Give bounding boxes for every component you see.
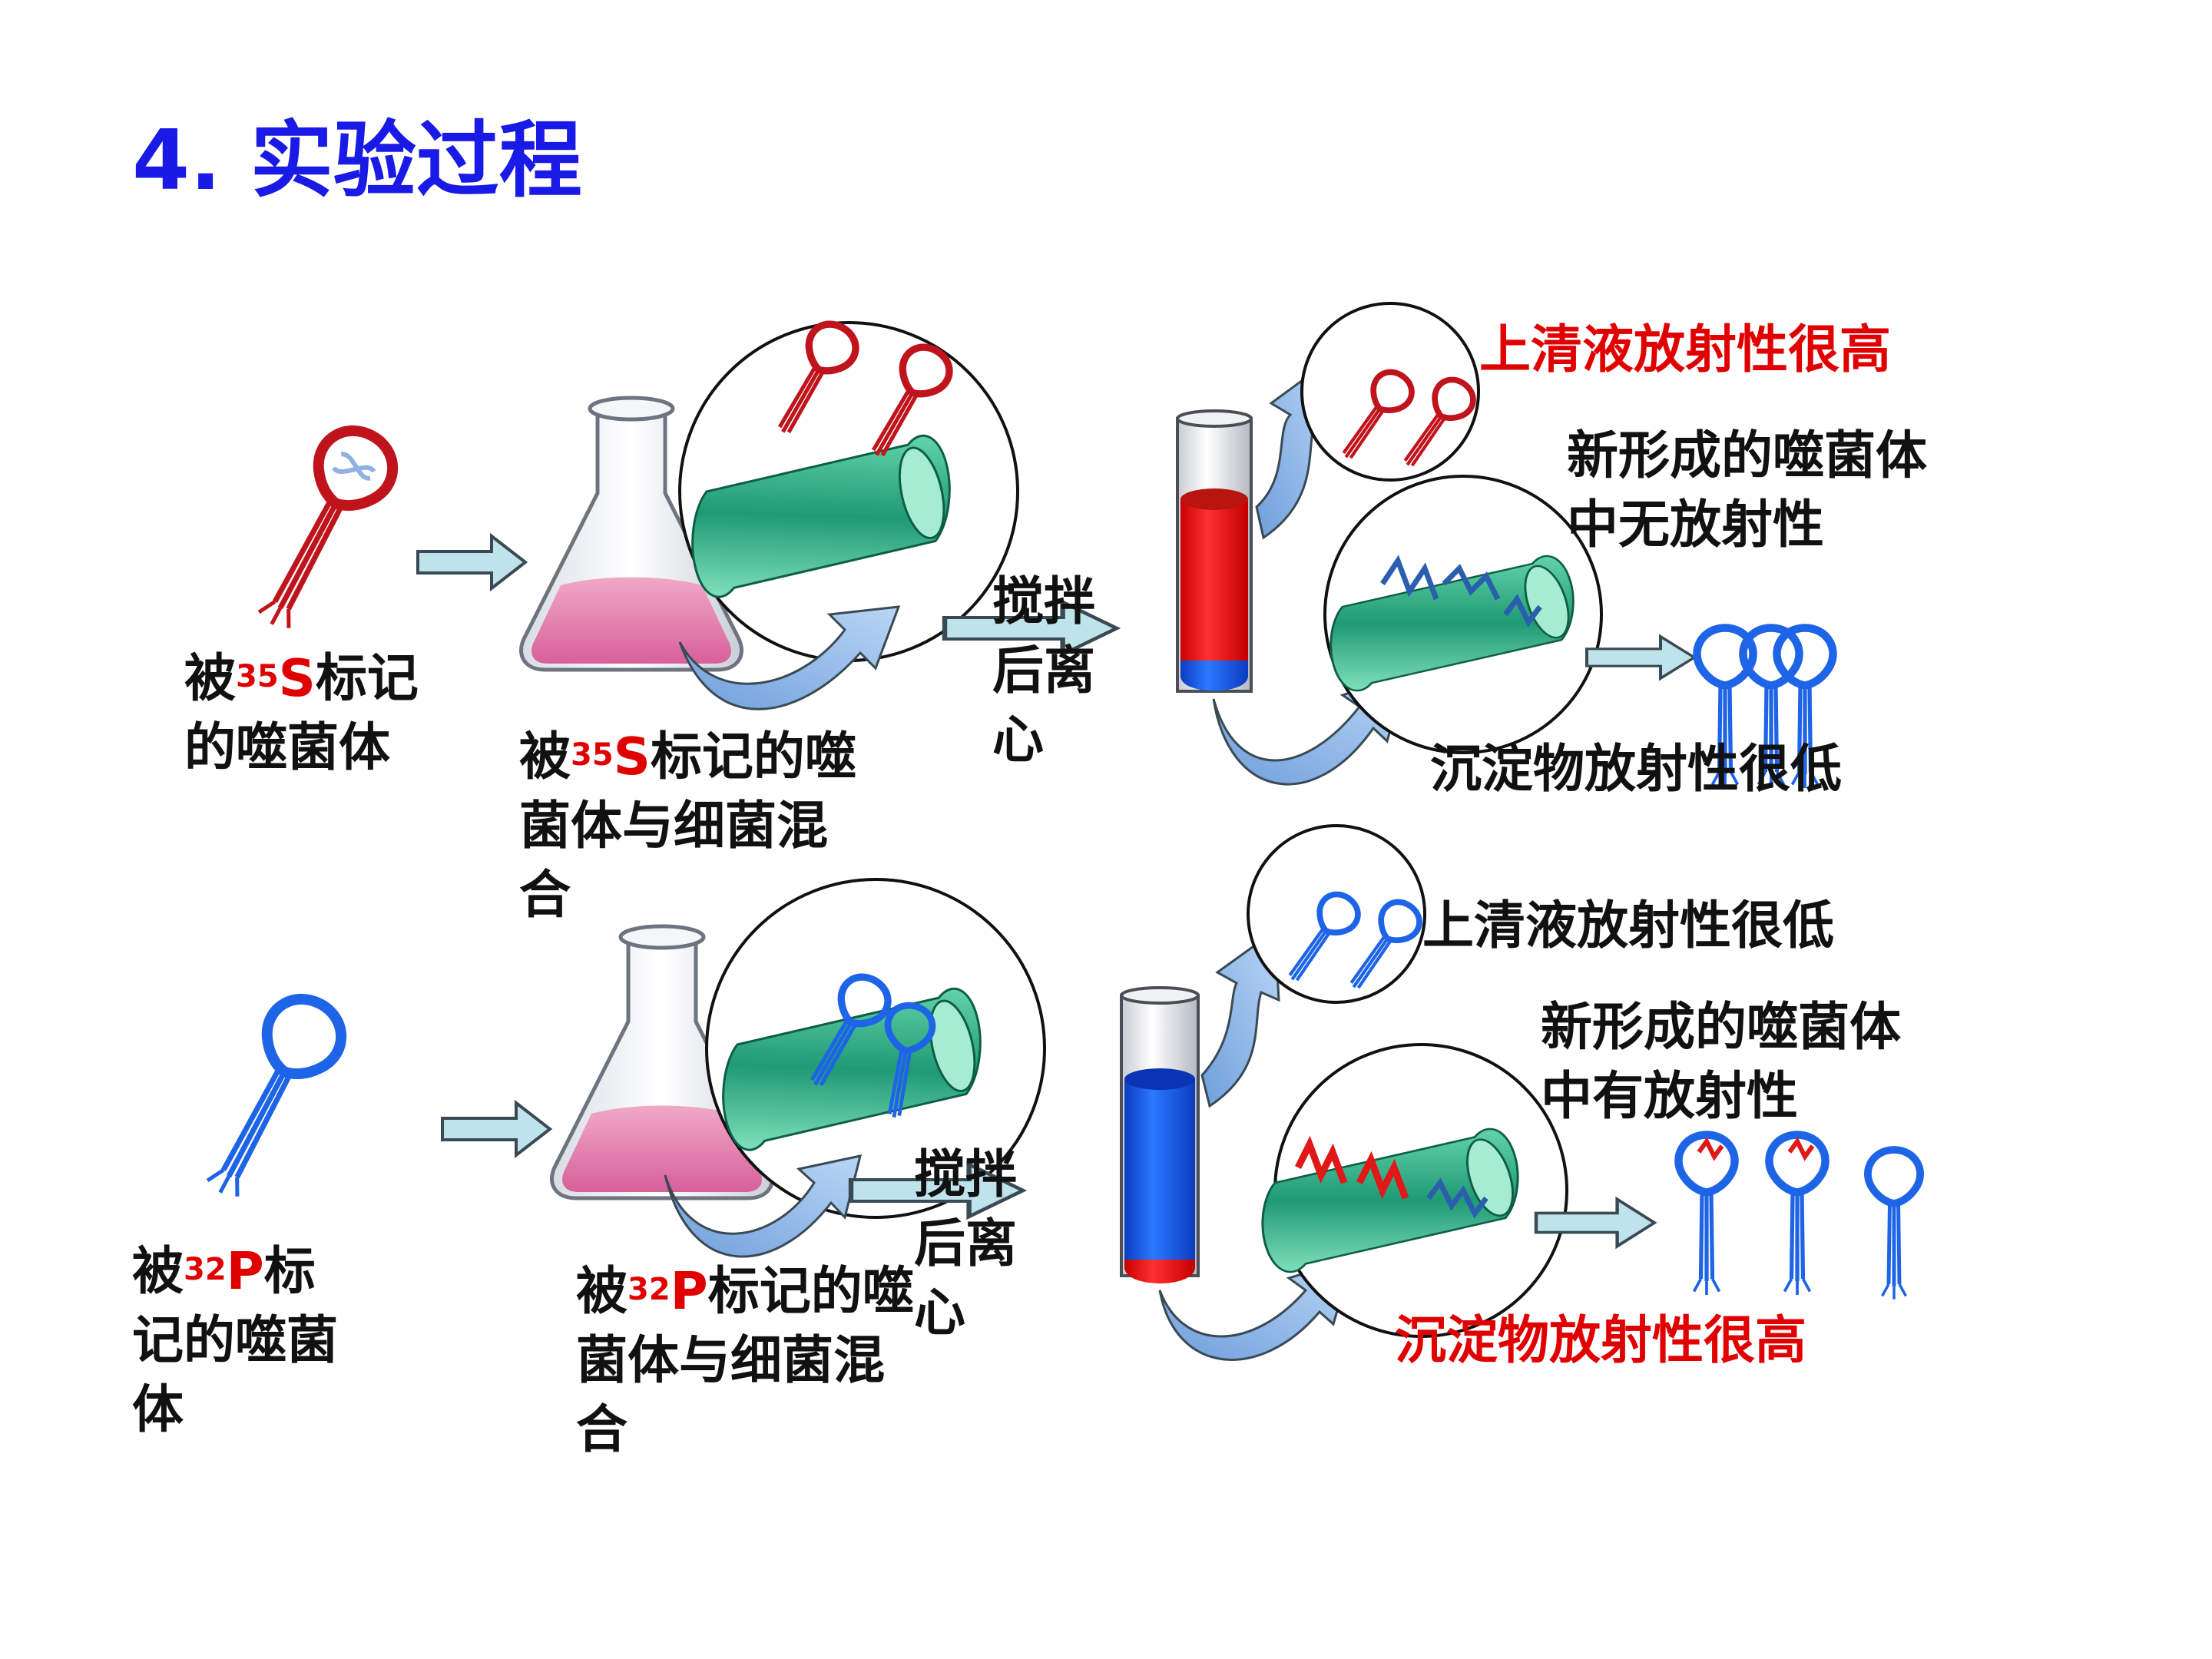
label-text: 合 [576, 1399, 628, 1459]
bottom-flask-label: 被32P标记的噬 菌体与细菌混 合 [576, 1257, 914, 1464]
label-text: 搅拌 [914, 1144, 1017, 1204]
phage-icon [1769, 1135, 1825, 1296]
arrow-icon [416, 535, 527, 590]
magnifier-circle-icon [678, 316, 1019, 662]
bottom-new-phage-label: 新形成的噬菌体 中有放射性 [1541, 992, 1901, 1131]
magnifier-circle-icon [1247, 824, 1426, 1004]
top-row [239, 302, 1833, 788]
magnifier-circle-icon [1323, 475, 1603, 754]
label-text: 中有放射性 [1541, 1066, 1798, 1126]
magnifier-circle-icon [1300, 302, 1480, 482]
label-text: 被 [519, 727, 571, 786]
label-text: 合 [519, 865, 571, 925]
bottom-sediment-label: 沉淀物放射性很高 [1395, 1310, 1806, 1370]
label-text: 被 [576, 1261, 628, 1321]
label-text: 被 [132, 1241, 184, 1301]
label-text: 的噬菌体 [184, 717, 390, 777]
isotope-symbol: S [278, 648, 316, 708]
label-text: 被 [184, 648, 236, 708]
isotope-number: 32 [184, 1252, 227, 1287]
top-flask-label: 被35S标记的噬 菌体与细菌混 合 [519, 722, 856, 929]
top-sediment-label: 沉淀物放射性很低 [1430, 739, 1842, 799]
arrow-icon [1585, 634, 1696, 680]
isotope-number: 32 [628, 1272, 671, 1307]
label-text: 中无放射性 [1567, 495, 1824, 555]
phage-icon [239, 418, 406, 641]
top-supernatant-label: 上清液放射性很高 [1479, 320, 1891, 379]
label-text: 新形成的噬菌体 [1541, 997, 1901, 1057]
label-text: 心 [992, 710, 1044, 770]
bottom-row [187, 824, 1920, 1361]
test-tube-icon [1120, 986, 1200, 1283]
phage-icon [1868, 1150, 1920, 1300]
isotope-number: 35 [236, 659, 279, 694]
bottom-phage-label: 被32P标 记的噬菌 体 [132, 1237, 338, 1444]
label-text: 菌体与细菌混 [519, 796, 828, 856]
isotope-symbol: P [670, 1261, 708, 1321]
top-stir-label: 搅拌 后离 心 [992, 567, 1095, 774]
label-text: 菌体与细菌混 [576, 1330, 885, 1390]
isotope-number: 35 [571, 737, 614, 773]
label-text: 后离 [992, 641, 1095, 700]
label-text: 新形成的噬菌体 [1567, 426, 1927, 485]
page-title: 4. 实验过程 [132, 113, 582, 209]
magnifier-circle-icon [1261, 1043, 1568, 1338]
label-text: 标记的噬 [650, 727, 856, 786]
curve-arrow-icon [1200, 929, 1280, 1108]
magnifier-circle-icon [705, 878, 1046, 1219]
isotope-symbol: P [226, 1241, 264, 1301]
top-phage-label: 被35S标记 的噬菌体 [184, 644, 419, 782]
top-new-phage-label: 新形成的噬菌体 中无放射性 [1567, 421, 1927, 559]
arrow-icon [441, 1101, 551, 1157]
curve-arrow-icon [1158, 1257, 1354, 1361]
phage-icon [1678, 1135, 1734, 1296]
label-text: 标记 [315, 648, 419, 708]
label-text: 体 [132, 1379, 184, 1439]
label-text: 标 [263, 1241, 316, 1301]
label-text: 心 [914, 1283, 965, 1343]
label-text: 后离 [914, 1214, 1017, 1273]
curve-arrow-icon [664, 1154, 863, 1258]
bottom-supernatant-label: 上清液放射性很低 [1422, 896, 1834, 955]
label-text: 搅拌 [992, 571, 1095, 631]
label-text: 标记的噬 [707, 1261, 914, 1321]
test-tube-icon [1176, 409, 1253, 693]
phage-icon [187, 986, 354, 1210]
isotope-symbol: S [613, 727, 651, 786]
curve-arrow-icon [678, 605, 901, 710]
bottom-stir-label: 搅拌 后离 心 [914, 1140, 1017, 1347]
label-text: 记的噬菌 [132, 1310, 338, 1370]
